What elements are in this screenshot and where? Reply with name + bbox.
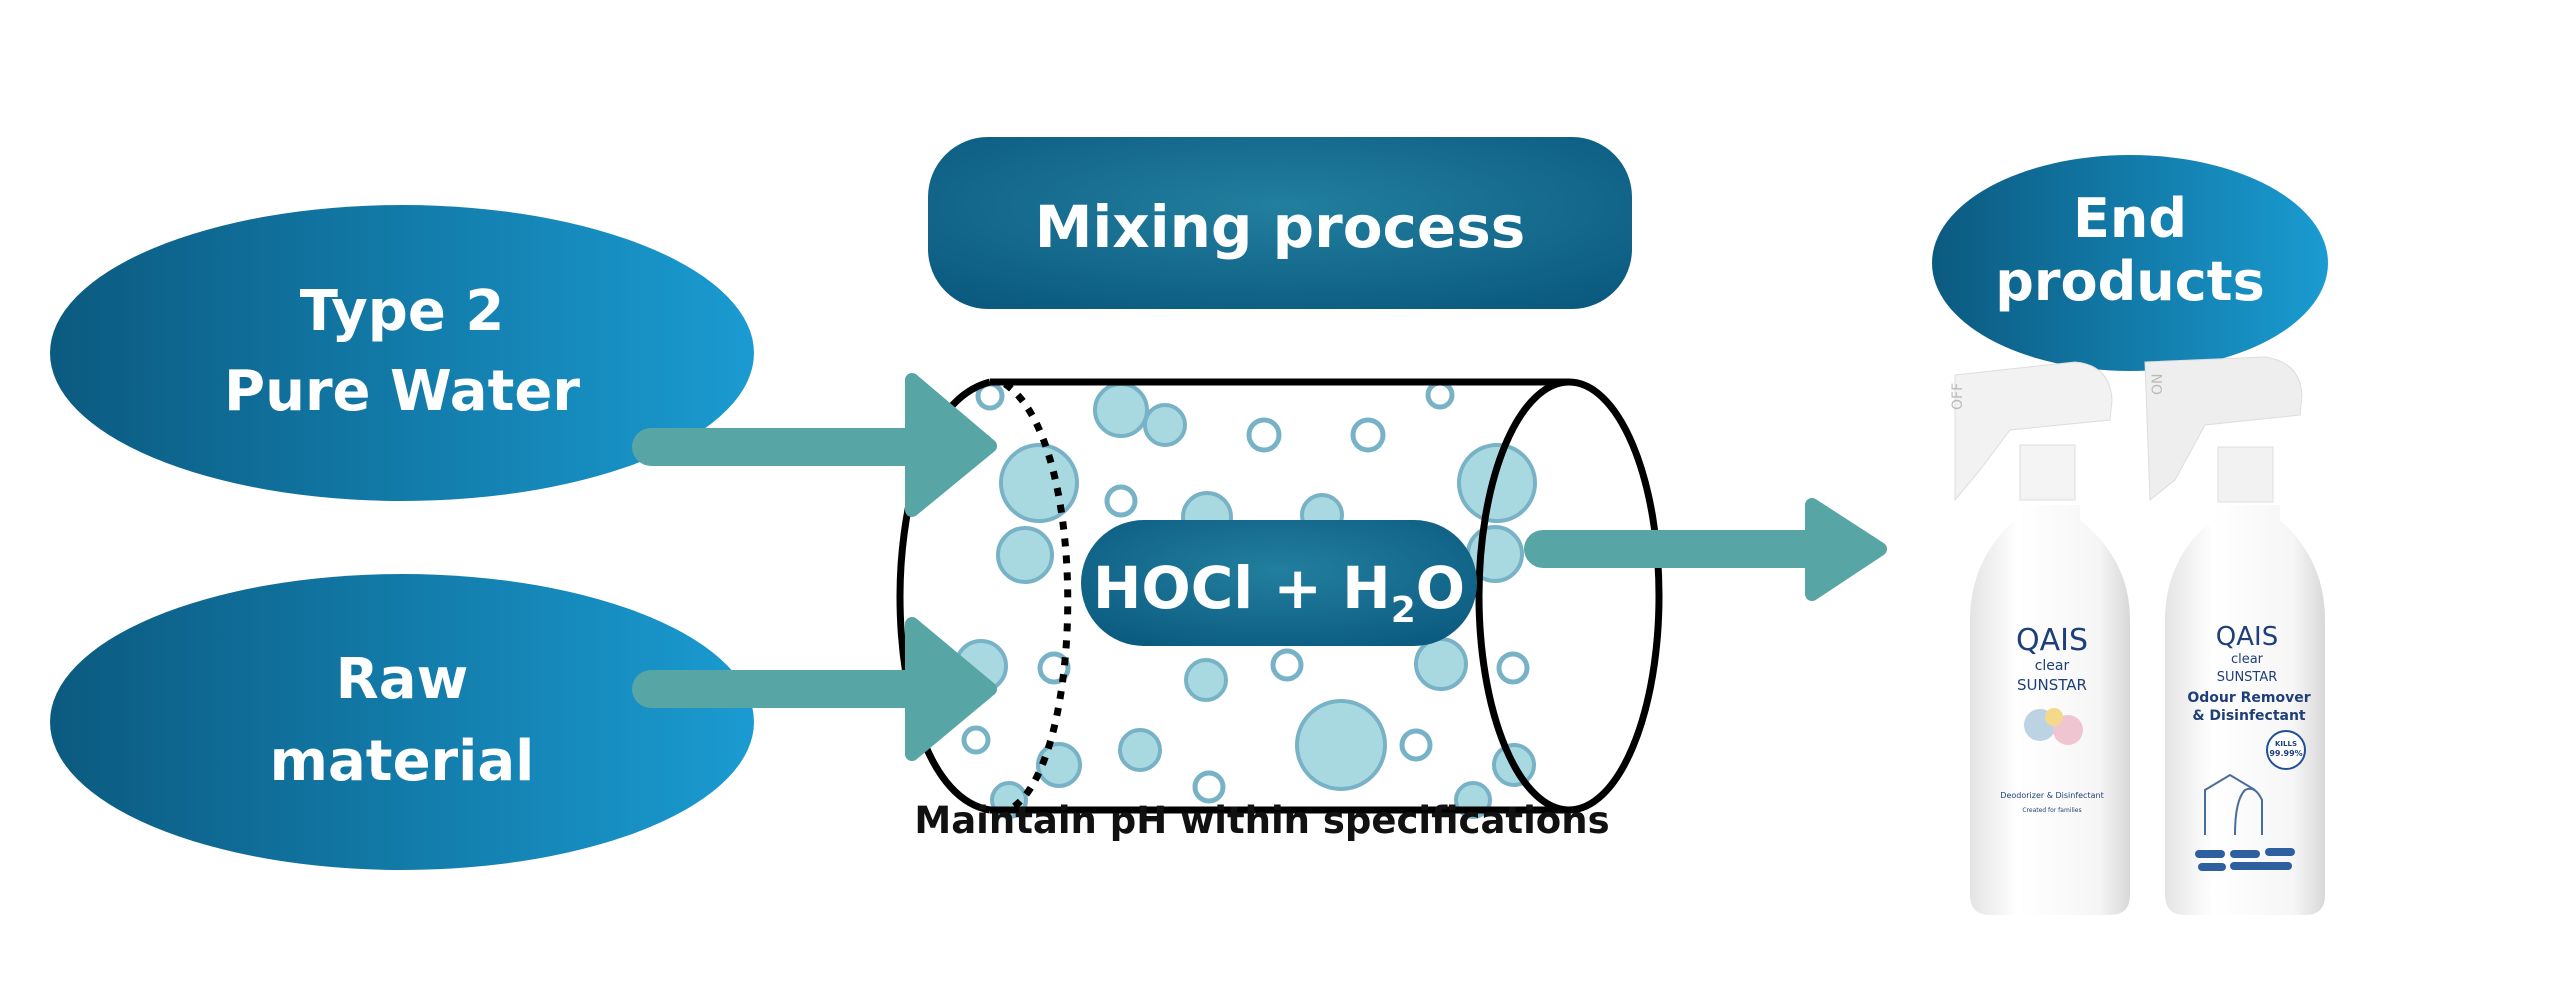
compound-formula-end: O [1416, 554, 1465, 622]
bubble [1496, 651, 1530, 685]
arrow-mixer-to-products [1524, 498, 1887, 601]
input-label-line2: Pure Water [224, 359, 580, 424]
bubble [1414, 637, 1468, 691]
end-products-label: End products [1932, 155, 2328, 371]
end-label-line1: End [2073, 187, 2187, 250]
compound-formula: HOCl + H [1093, 554, 1391, 622]
bubble [996, 526, 1054, 584]
brand-maker: SUNSTAR [2017, 676, 2087, 694]
bubble [1425, 380, 1455, 410]
compound-label: HOCl + H2O [1081, 520, 1477, 646]
bubble [1350, 417, 1386, 453]
brand-maker: SUNSTAR [2217, 670, 2278, 685]
ph-caption: Maintain pH within specifications [914, 799, 1609, 842]
bubble [1143, 403, 1187, 447]
brand-name: QAIS [2016, 623, 2088, 658]
bubble [1184, 658, 1228, 702]
bubble [1192, 770, 1226, 804]
brand-name: QAIS [2216, 622, 2278, 652]
input-type2-pure-water: Type 2 Pure Water [50, 205, 754, 501]
arrow-water-to-mixer [632, 373, 997, 517]
mixing-process-label: Mixing process [1035, 193, 1526, 261]
kills-badge-label: KILLS [2275, 740, 2297, 748]
bubble [1093, 382, 1149, 438]
trigger-lock-label: OFF [1950, 383, 1966, 410]
pets-house-icon [2204, 773, 2263, 836]
input-raw-material: Raw material [50, 574, 754, 870]
bubble [1457, 443, 1537, 523]
bubble [1270, 648, 1304, 682]
mixing-process-title: Mixing process [928, 137, 1632, 309]
bubble [1295, 699, 1387, 791]
bubble [1399, 728, 1433, 762]
bubble [1246, 417, 1282, 453]
svg-text:HOCl + H2O: HOCl + H2O [1093, 554, 1465, 631]
end-label-line2: products [1995, 250, 2264, 313]
input-label-line1: Raw [336, 647, 469, 712]
product-name-line2: & Disinfectant [2192, 708, 2306, 724]
kills-badge-value: 99.99% [2269, 749, 2302, 758]
product-name: Deodorizer & Disinfectant [2000, 791, 2103, 800]
input-label-line1: Type 2 [300, 279, 505, 344]
bubble [1118, 728, 1162, 772]
bubble [999, 443, 1079, 523]
brand-sub: clear [2035, 658, 2070, 674]
bubble [1104, 484, 1138, 518]
arrow-raw-to-mixer [632, 617, 997, 761]
product-bottle-deodorizer: OFF QAIS clear SUNSTAR Deodorizer & Disi… [1950, 361, 2130, 915]
bubble [961, 725, 991, 755]
product-tagline: Created for families [2022, 807, 2081, 814]
product-bottle-odour-remover: ON QAIS clear SUNSTAR Odour Remover & Di… [2144, 356, 2325, 915]
brand-sub: clear [2231, 652, 2264, 667]
product-name-line1: Odour Remover [2187, 690, 2310, 706]
bubble [1036, 742, 1082, 788]
trigger-lock-label: ON [2150, 374, 2166, 396]
compound-subscript: 2 [1391, 590, 1416, 631]
input-label-line2: material [270, 729, 535, 794]
